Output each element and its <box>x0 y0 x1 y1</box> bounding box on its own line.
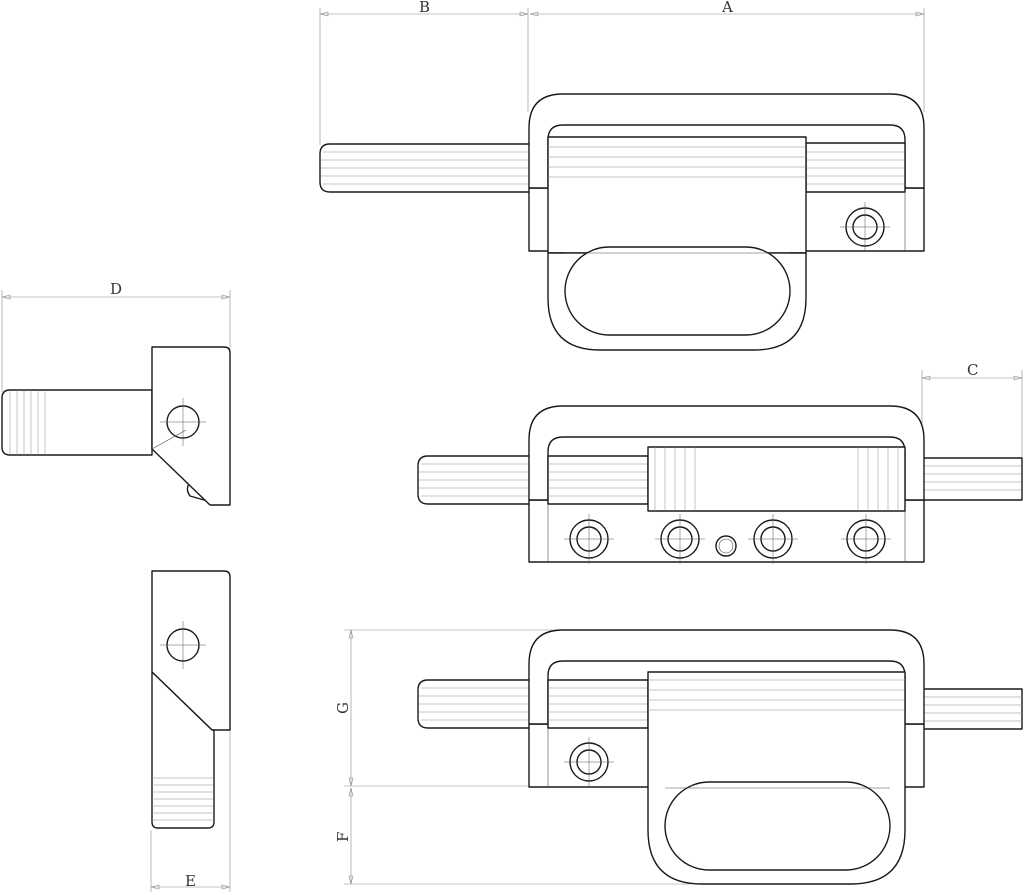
dim-label-g: G <box>334 702 352 714</box>
dim-label-a: A <box>721 0 733 16</box>
view-side-lower <box>151 570 231 829</box>
view-side-upper <box>1 346 231 506</box>
dim-label-b: B <box>419 0 430 16</box>
dim-label-c: C <box>967 361 978 379</box>
view-top <box>319 93 925 351</box>
dim-label-e: E <box>185 872 196 890</box>
view-middle <box>417 405 1023 564</box>
view-bottom <box>417 629 1023 885</box>
dim-label-f: F <box>334 832 352 842</box>
dim-label-d: D <box>110 280 122 298</box>
dimension-lines <box>1 8 1023 892</box>
